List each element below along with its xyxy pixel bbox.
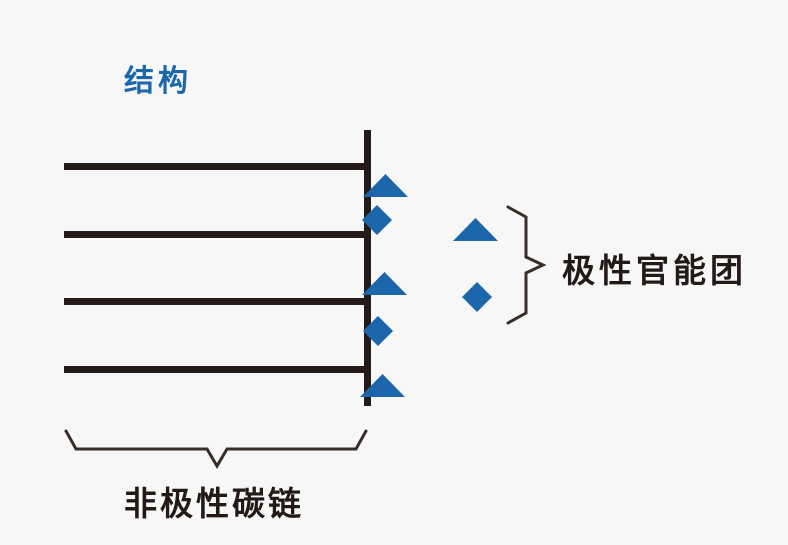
diagram-title: 结构 [124, 65, 192, 98]
backbone-line [364, 130, 371, 406]
legend-diamond-icon [462, 282, 492, 312]
carbon-chain-line-2 [64, 231, 371, 238]
bottom-brace [64, 429, 368, 469]
nonpolar-carbon-chain-label: 非极性碳链 [124, 485, 304, 522]
polar-functional-group-label: 极性官能团 [562, 252, 747, 289]
legend-triangle-up-icon [453, 218, 498, 241]
carbon-chain-line-1 [64, 163, 371, 170]
carbon-chain-line-3 [64, 298, 371, 305]
right-brace [506, 205, 547, 325]
carbon-chain-line-4 [64, 366, 371, 373]
